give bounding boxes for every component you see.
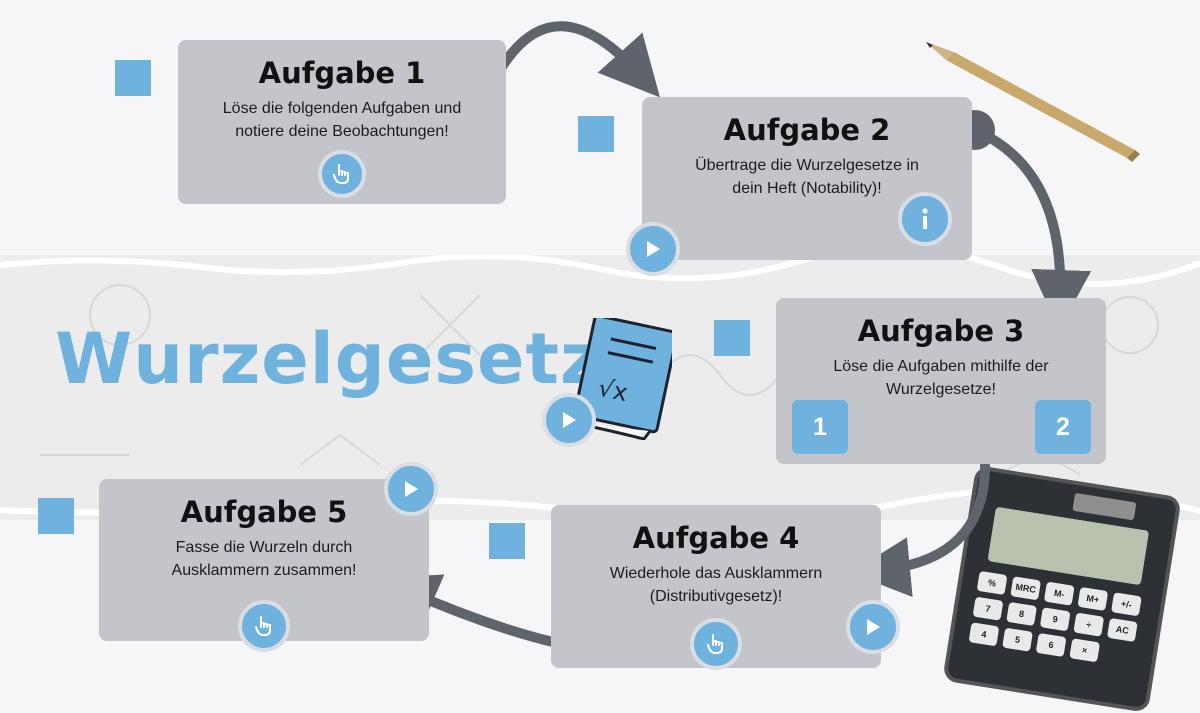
play-icon — [647, 241, 660, 257]
video-play-button[interactable] — [846, 600, 900, 654]
page-title: Wurzelgesetze — [55, 318, 651, 400]
task-text: Übertrage die Wurzelgesetze in dein Heft… — [695, 156, 919, 197]
play-icon — [405, 481, 418, 497]
play-icon — [867, 619, 880, 635]
hand-pointer-button[interactable] — [238, 600, 290, 652]
task-title: Aufgabe 2 — [723, 113, 891, 147]
task-card-4[interactable]: Aufgabe 4 Wiederhole das Ausklammern (Di… — [551, 505, 881, 668]
decor-square — [38, 498, 74, 534]
task-title: Aufgabe 5 — [180, 495, 348, 529]
video-play-button[interactable] — [626, 222, 680, 276]
arrow-3-to-4 — [850, 460, 990, 598]
hand-pointer-button[interactable] — [318, 150, 366, 198]
task-title: Aufgabe 3 — [857, 314, 1025, 348]
info-button[interactable] — [898, 192, 952, 246]
hand-pointer-icon — [707, 634, 723, 654]
task-text: Löse die folgenden Aufgaben und notiere … — [222, 99, 462, 140]
video-play-button[interactable] — [384, 462, 438, 516]
math-book-icon: √x — [573, 318, 672, 440]
play-icon — [563, 412, 576, 428]
decor-square — [489, 523, 525, 559]
task-text: Wiederhole das Ausklammern (Distributivg… — [609, 564, 823, 605]
book-formula: √x — [596, 374, 631, 408]
decor-square — [714, 320, 750, 356]
exercise-2-button[interactable]: 2 — [1035, 400, 1091, 454]
task-title: Aufgabe 4 — [632, 521, 800, 555]
exercise-1-button[interactable]: 1 — [792, 400, 848, 454]
decor-square — [115, 60, 151, 96]
pencil-icon — [926, 42, 1140, 162]
task-title: Aufgabe 1 — [258, 56, 426, 90]
task-text: Fasse die Wurzeln durch Ausklammern zusa… — [171, 538, 357, 579]
info-icon — [922, 208, 928, 229]
arrow-2-to-3 — [970, 125, 1092, 330]
hand-pointer-icon — [333, 164, 349, 184]
arrow-1-to-2 — [495, 21, 661, 98]
video-play-button[interactable] — [542, 393, 596, 447]
hand-pointer-icon — [255, 616, 271, 636]
decor-square — [578, 116, 614, 152]
hand-pointer-button[interactable] — [690, 618, 742, 670]
task-text: Löse die Aufgaben mithilfe der Wurzelges… — [833, 357, 1049, 398]
